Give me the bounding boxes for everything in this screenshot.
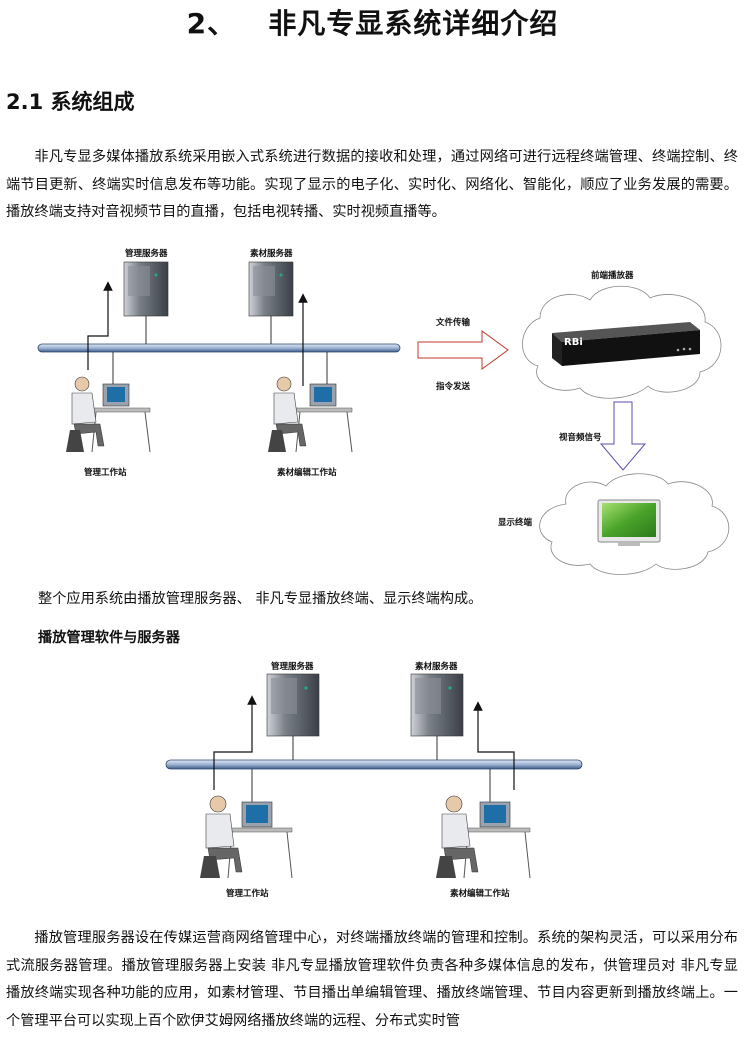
section-heading: 2、 非凡专显系统详细介绍 — [186, 7, 559, 40]
mgmt-server-icon — [266, 673, 320, 737]
network-bus — [165, 759, 583, 770]
mgmt-server-label: 管理服务器 — [271, 662, 314, 672]
transfer-arrow — [417, 330, 509, 370]
server-paragraph: 播放管理服务器设在传媒运营商网络管理中心，对终端播放终端的管理和控制。系统的架构… — [6, 930, 738, 1029]
command-send-label: 指令发送 — [436, 382, 471, 392]
uplink-arrow — [87, 281, 113, 370]
uplink-arrow — [473, 701, 515, 790]
mgmt-server-icon — [123, 261, 169, 317]
edit-station-label: 素材编辑工作站 — [277, 468, 337, 478]
player-device-icon — [552, 322, 700, 366]
intro-paragraph: 非凡专显多媒体播放系统采用嵌入式系统进行数据的接收和处理，通过网络可进行远程终端… — [6, 149, 738, 220]
workstation-person-icon — [268, 376, 353, 453]
workstation-person-icon — [66, 376, 151, 453]
player-label: 前端播放器 — [591, 271, 634, 281]
composition-paragraph: 整个应用系统由播放管理服务器、 非凡专显播放终端、显示终端构成。 — [38, 591, 483, 607]
asset-server-label: 素材服务器 — [250, 249, 293, 259]
mgmt-station-label: 管理工作站 — [84, 468, 127, 478]
mgmt-station-label: 管理工作站 — [226, 889, 269, 899]
edit-station-label: 素材编辑工作站 — [450, 889, 510, 899]
display-tv-icon — [597, 499, 661, 546]
subsection-heading: 2.1 系统组成 — [6, 90, 135, 114]
workstation-person-icon — [436, 795, 531, 879]
workstation-person-icon — [200, 795, 293, 879]
player-brand-logo: RBi — [564, 337, 583, 348]
subheading-software: 播放管理软件与服务器 — [38, 630, 180, 646]
asset-server-icon — [410, 673, 464, 737]
asset-server-label: 素材服务器 — [415, 662, 458, 672]
display-label: 显示终端 — [498, 518, 533, 528]
mgmt-server-label: 管理服务器 — [125, 249, 168, 259]
signal-arrow — [599, 401, 647, 471]
asset-server-icon — [248, 261, 294, 317]
network-bus — [37, 343, 401, 353]
av-signal-label: 视音频信号 — [559, 433, 602, 443]
uplink-arrow — [213, 695, 257, 790]
file-transfer-label: 文件传输 — [436, 318, 471, 328]
